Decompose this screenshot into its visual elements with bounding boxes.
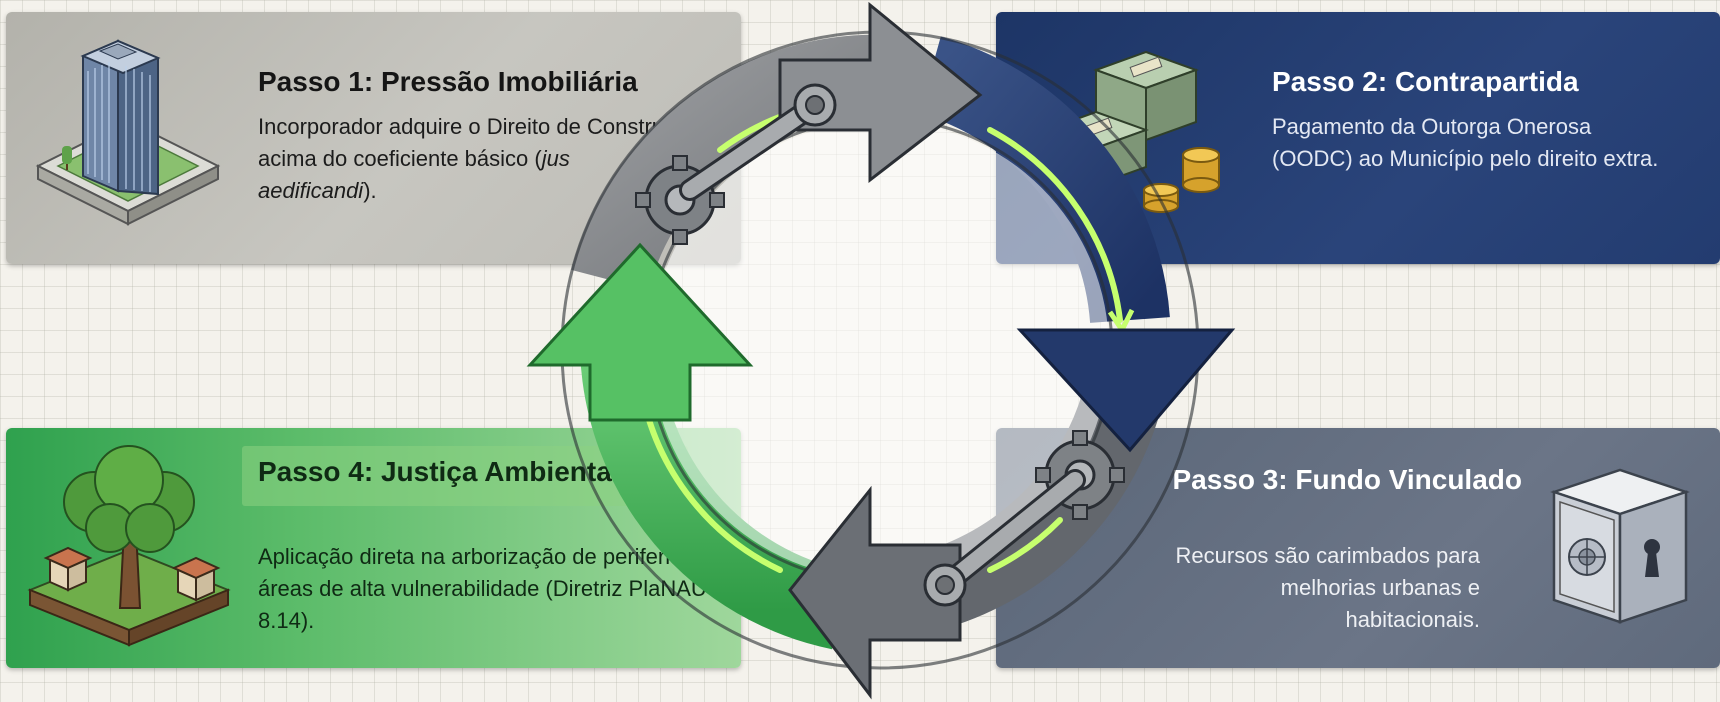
link-rod-icon xyxy=(923,469,1086,607)
step-1-panel: Passo 1: Pressão Imobiliária Incorporado… xyxy=(6,12,741,264)
building-icon xyxy=(28,26,228,241)
safe-icon xyxy=(1540,452,1700,637)
step-4-title: Passo 4: Justiça Ambiental xyxy=(258,456,620,487)
step-3-title: Passo 3: Fundo Vinculado xyxy=(1172,464,1522,495)
arrow-to-step2 xyxy=(778,1,983,184)
arrow-to-step1 xyxy=(526,242,754,422)
tree-houses-icon xyxy=(24,440,234,660)
step-1-title: Passo 1: Pressão Imobiliária xyxy=(258,66,638,97)
arrow-to-step3 xyxy=(1016,328,1236,453)
step-3-description: Recursos são carimbados para melhorias u… xyxy=(1175,543,1480,632)
step-2-description: Pagamento da Outorga Onerosa (OODC) ao M… xyxy=(1272,114,1659,171)
link-rod-icon xyxy=(679,83,837,201)
arrow-to-step4 xyxy=(788,485,962,700)
step-4-description: Aplicação direta na arborização de perif… xyxy=(258,544,712,633)
step-3-panel: Passo 3: Fundo Vinculado Recursos são ca… xyxy=(996,428,1720,668)
step-2-title: Passo 2: Contrapartida xyxy=(1272,66,1579,97)
step-1-description: Incorporador adquire o Direito de Constr… xyxy=(258,114,677,203)
